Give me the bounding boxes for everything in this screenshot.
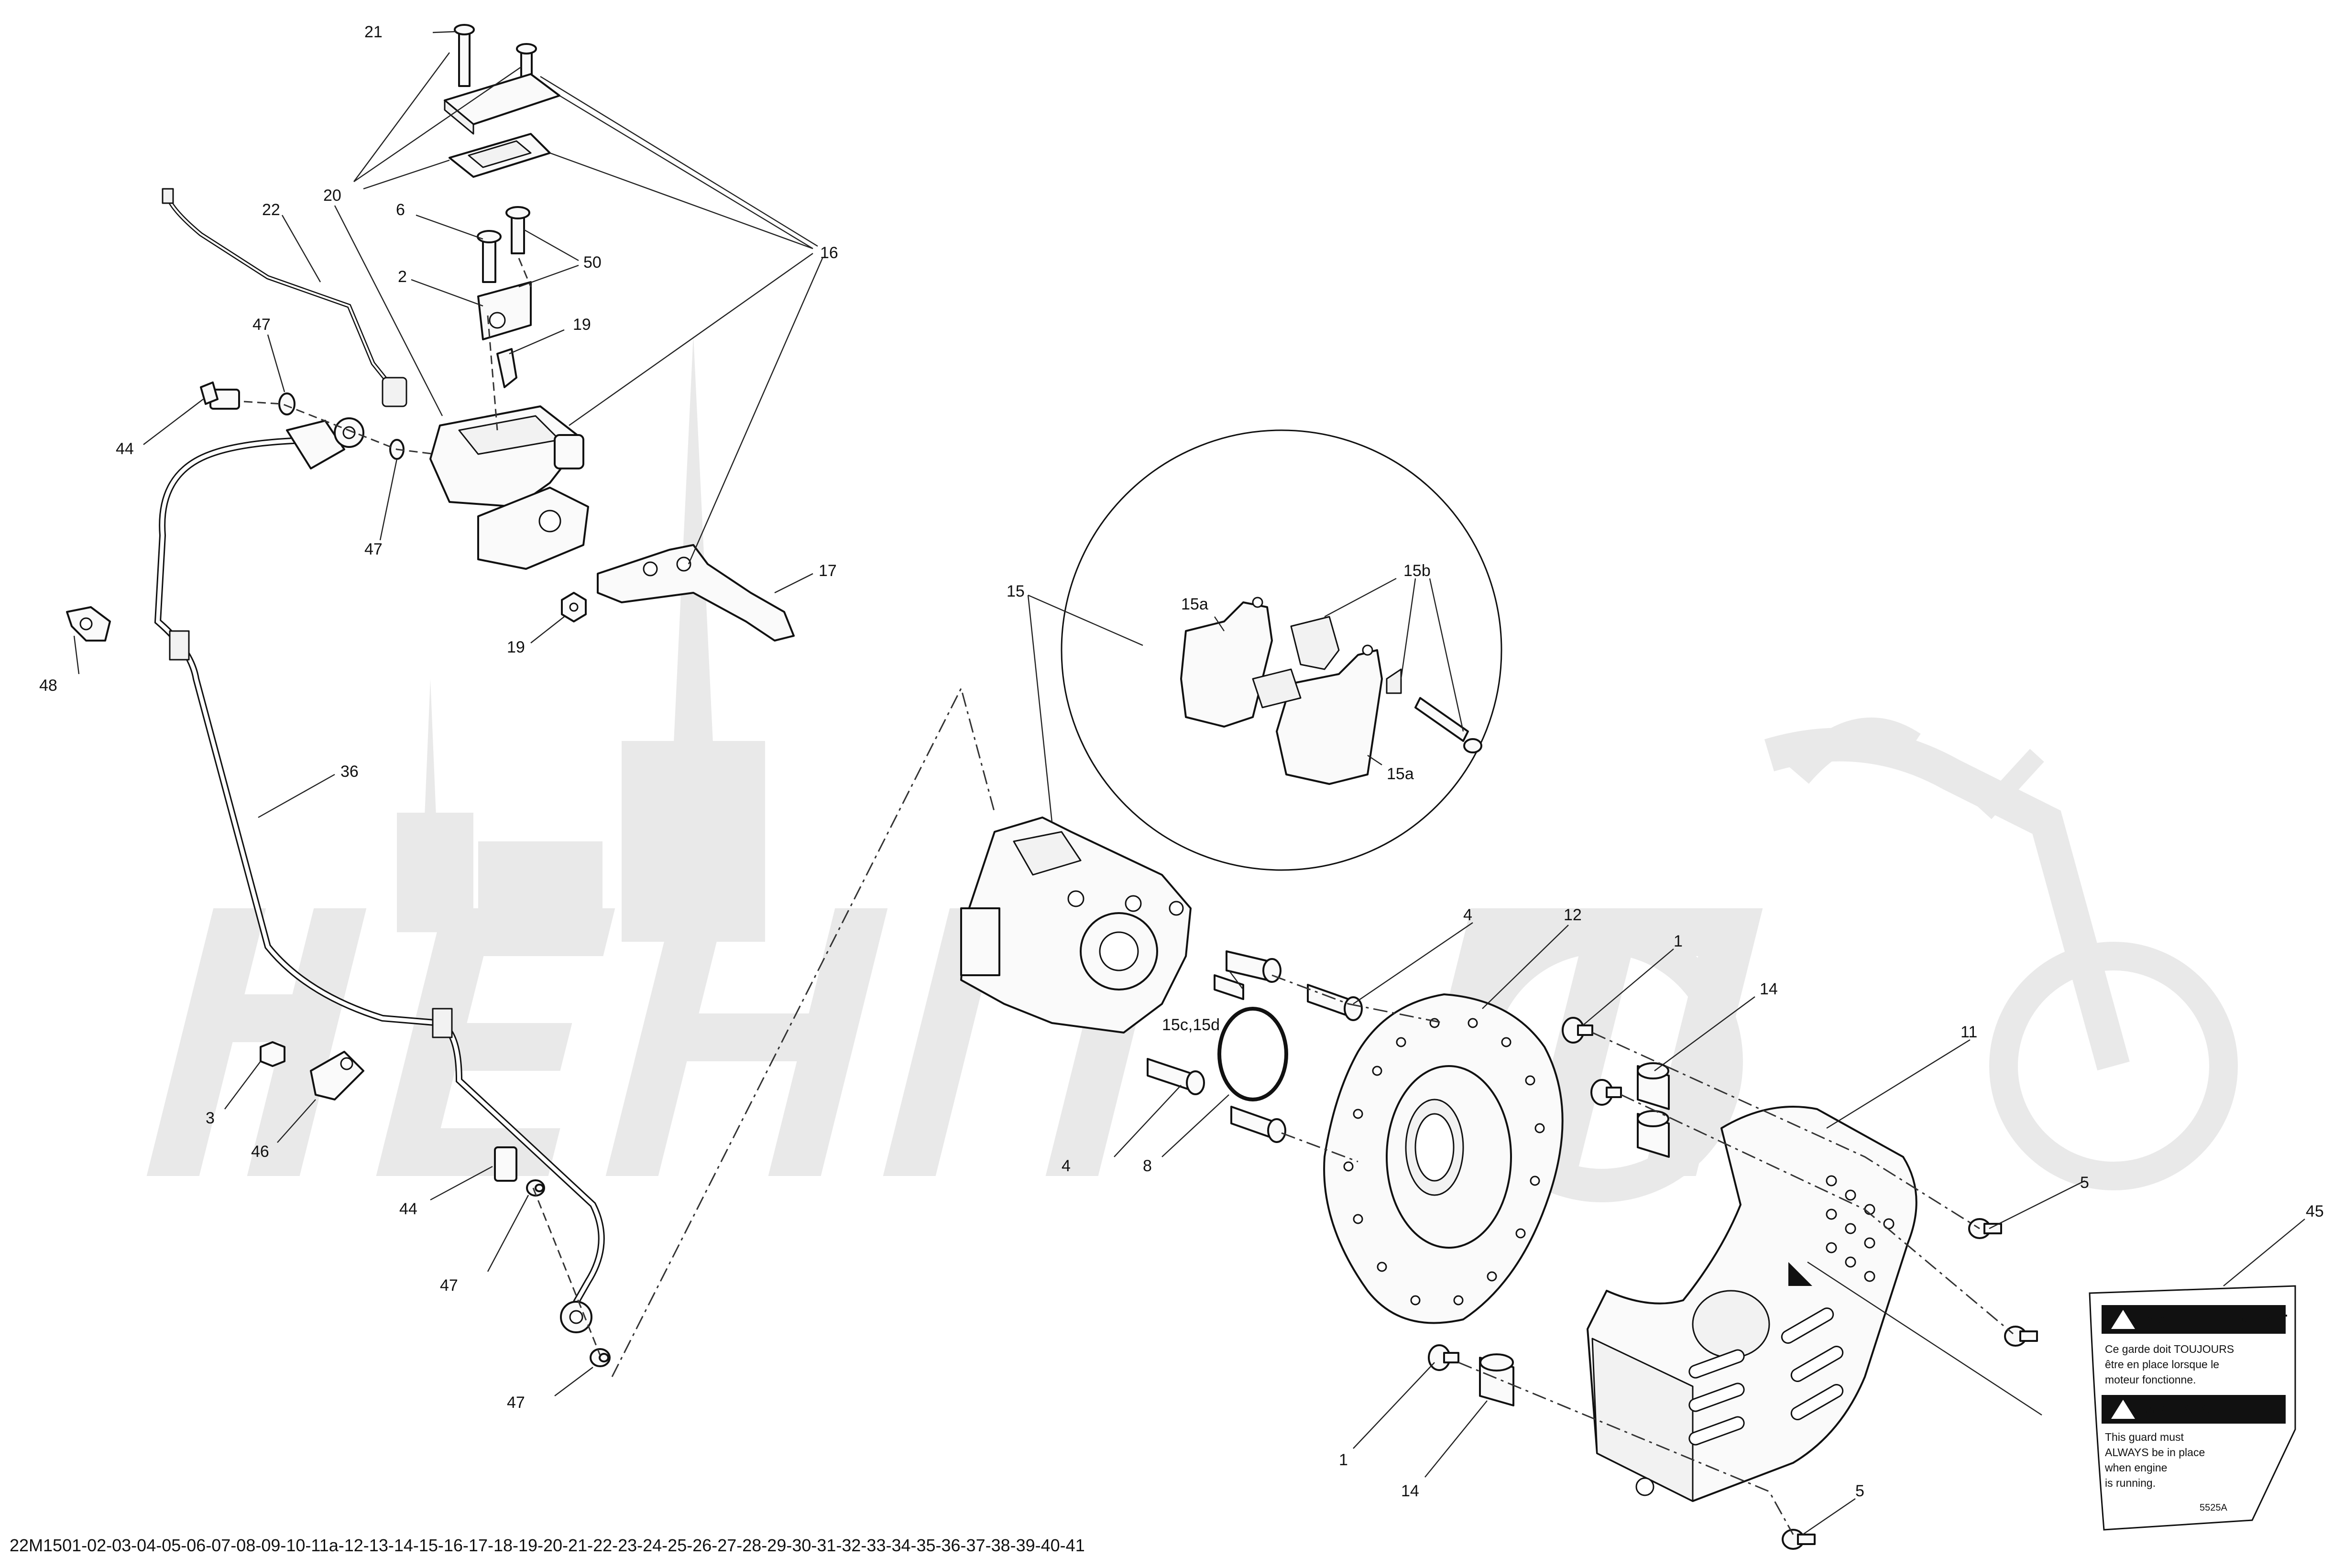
label-en-line2: ALWAYS be in place	[2105, 1446, 2205, 1459]
brake-hose	[154, 417, 605, 1333]
callout-5-top: 5	[2080, 1174, 2089, 1192]
brake-guard	[1587, 1106, 1917, 1502]
brake-caliper	[960, 817, 1192, 1034]
guard-slots	[1688, 1175, 1895, 1446]
callout-47c: 47	[440, 1276, 458, 1295]
callout-14-bottom: 14	[1401, 1482, 1419, 1500]
callout-22: 22	[262, 201, 280, 219]
callout-12: 12	[1564, 906, 1582, 924]
callout-4-bottom: 4	[1062, 1157, 1071, 1175]
callout-15b: 15b	[1403, 562, 1431, 580]
callout-15a-top: 15a	[1181, 595, 1208, 613]
callout-19a: 19	[573, 316, 591, 334]
callout-15a-bottom: 15a	[1387, 765, 1414, 783]
callout-47a: 47	[252, 316, 271, 334]
callout-44b: 44	[399, 1200, 417, 1218]
callout-50: 50	[583, 253, 602, 272]
callout-5-bottom: 5	[1855, 1482, 1864, 1500]
callout-1-top: 1	[1674, 932, 1683, 950]
callout-47b: 47	[364, 540, 383, 558]
callout-47d: 47	[507, 1394, 525, 1412]
callout-3: 3	[206, 1109, 215, 1127]
switch-cable	[162, 188, 407, 407]
callout-11: 11	[1961, 1023, 1977, 1041]
label-en-heading: WARNING	[2142, 1400, 2225, 1420]
brake-lever	[597, 544, 795, 642]
label-en-line4: is running.	[2105, 1477, 2156, 1489]
callout-6: 6	[396, 201, 405, 219]
callout-48: 48	[39, 676, 57, 695]
callout-numbers: 21 20 16 6 50 2 19 22 47 44 47 19 17 48 …	[39, 23, 2324, 1500]
callout-15: 15	[1007, 582, 1025, 600]
label-fr-line1: Ce garde doit TOUJOURS	[2105, 1343, 2234, 1355]
callout-44a: 44	[116, 440, 134, 458]
callout-20: 20	[323, 186, 341, 205]
label-fr-heading: AVERTISSEMENT	[2142, 1311, 2287, 1330]
safety-label: AVERTISSEMENT Ce garde doit TOUJOURS êtr…	[2089, 1285, 2296, 1531]
callout-8: 8	[1143, 1157, 1152, 1175]
callout-46: 46	[251, 1143, 269, 1161]
callout-19b: 19	[507, 638, 525, 656]
callout-36: 36	[340, 762, 359, 781]
assembly-lines	[243, 258, 2014, 1535]
label-en-line3: when engine	[2104, 1461, 2167, 1474]
callout-15c-15d: 15c,15d	[1162, 1016, 1220, 1034]
label-fr-line2: être en place lorsque le	[2105, 1358, 2219, 1371]
o-ring	[1217, 1007, 1288, 1101]
label-code: 5525A	[2200, 1503, 2227, 1513]
callout-16: 16	[820, 244, 838, 262]
brake-rotor	[1323, 993, 1564, 1324]
callout-2: 2	[398, 268, 407, 286]
master-cylinder	[429, 24, 589, 622]
pad-detail-inset	[1061, 429, 1502, 871]
diagram-code: 22M1501-02-03-04-05-06-07-08-09-10-11a-1…	[10, 1535, 1085, 1555]
callout-21: 21	[364, 23, 383, 41]
leader-lines	[73, 31, 2305, 1535]
caliper-pins	[1147, 950, 1363, 1143]
label-fr-line3: moteur fonctionne.	[2105, 1373, 2196, 1386]
rotor-holes	[1343, 1018, 1545, 1306]
callout-17: 17	[819, 562, 837, 580]
small-fasteners	[66, 606, 364, 1100]
label-en-line1: This guard must	[2105, 1431, 2184, 1443]
callout-4-top: 4	[1463, 906, 1472, 924]
callout-45: 45	[2306, 1202, 2324, 1220]
callout-1-bottom: 1	[1339, 1451, 1348, 1469]
callout-14-top: 14	[1760, 980, 1778, 998]
